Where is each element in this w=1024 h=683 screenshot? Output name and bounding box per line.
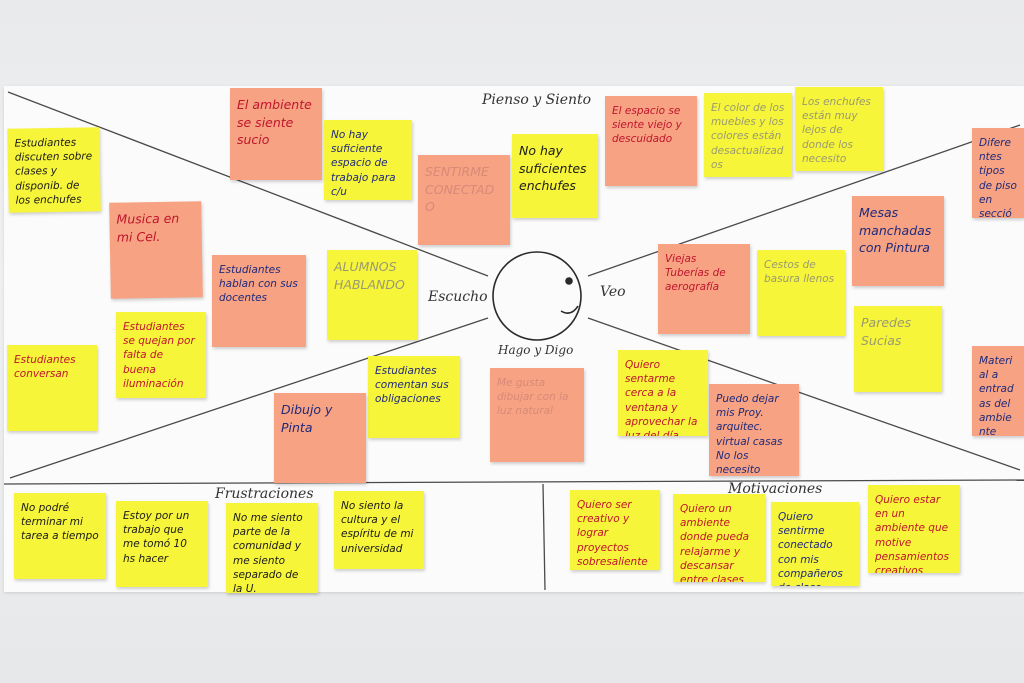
label-see: Veo (600, 284, 626, 300)
label-motivations: Motivaciones (728, 481, 823, 497)
diagonal-top-left (7, 91, 489, 277)
sticky-note: ALUMNOS HABLANDO (327, 250, 417, 340)
sticky-note: Musica en mi Cel. (109, 201, 203, 299)
sticky-note: Quiero sentirme conectado con mis compañ… (771, 502, 859, 586)
sticky-note: Puedo dejar mis Proy. arquitec. virtual … (709, 384, 799, 476)
sticky-note: El espacio se siente viejo y descuidado (605, 96, 697, 186)
sticky-note: Mesas manchadas con Pintura (852, 196, 944, 286)
sticky-note: SENTIRME CONECTADO (418, 155, 510, 245)
sticky-note: Estudiantes se quejan por falta de buena… (116, 312, 206, 398)
sticky-note: El ambiente se siente sucio (230, 88, 322, 180)
label-hear: Escucho (428, 289, 488, 305)
divider-horizontal (3, 479, 1024, 485)
sticky-note: Material a entradas del ambiente (972, 346, 1024, 436)
sticky-note: Viejas Tuberías de aerografía (658, 244, 750, 334)
sticky-note: No siento la cultura y el espíritu de mi… (334, 491, 424, 569)
sticky-note: Los enchufes están muy lejos de donde lo… (795, 87, 883, 171)
sticky-note: Me gusta dibujar con la luz natural (490, 368, 584, 462)
diagonal-bottom-right (587, 317, 1021, 471)
sticky-note: El color de los muebles y los colores es… (704, 93, 792, 177)
sticky-note: No me siento parte de la comunidad y me … (226, 503, 318, 593)
sticky-note: No hay suficiente espacio de trabajo par… (324, 120, 412, 200)
sticky-note: No podré terminar mi tarea a tiempo (14, 493, 106, 579)
sticky-note: Estoy por un trabajo que me tomó 10 hs h… (116, 501, 208, 587)
sticky-note: Estudiantes comentan sus obligaciones (368, 356, 460, 438)
label-think-feel: Pienso y Siento (482, 92, 592, 108)
sticky-note: Estudiantes hablan con sus docentes (212, 255, 306, 347)
label-say-do: Hago y Digo (498, 343, 574, 357)
face-circle (492, 251, 582, 341)
sticky-note: No hay suficientes enchufes (512, 134, 598, 218)
sticky-note: Diferentes tipos de piso en sección del … (972, 128, 1024, 218)
sticky-note: Dibujo y Pinta (274, 393, 366, 483)
divider-vertical (542, 483, 546, 591)
sticky-note: Estudiantes discuten sobre clases y disp… (7, 127, 101, 213)
sticky-note: Quiero un ambiente donde pueda relajarme… (673, 494, 765, 582)
sticky-note: Quiero estar en un ambiente que motive p… (868, 485, 960, 573)
sticky-note: Cestos de basura llenos (757, 250, 845, 336)
sticky-note: Quiero ser creativo y lograr proyectos s… (570, 490, 660, 570)
sticky-note: Paredes Sucias (854, 306, 942, 392)
label-frustrations: Frustraciones (215, 486, 314, 502)
sticky-note: Quiero sentarme cerca a la ventana y apr… (618, 350, 708, 436)
sticky-note: Estudiantes conversan (7, 345, 97, 431)
diagonal-bottom-left (9, 317, 489, 479)
